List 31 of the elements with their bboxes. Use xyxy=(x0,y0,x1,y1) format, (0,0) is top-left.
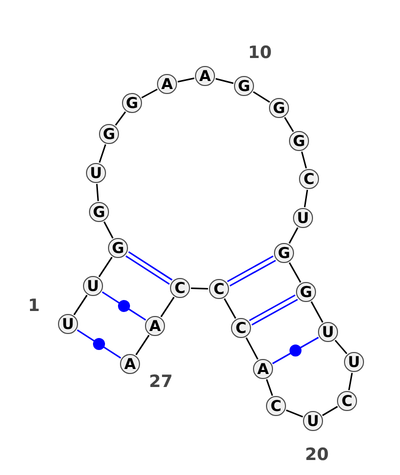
nucleotide-circle: G xyxy=(99,124,119,144)
nucleotide-circle: C xyxy=(299,169,319,189)
nucleotide-circle: G xyxy=(89,202,109,222)
position-number: 20 xyxy=(305,445,329,465)
nucleotide-circle: U xyxy=(58,314,78,334)
nucleotide-circle: U xyxy=(303,411,323,431)
nucleotide-circle: C xyxy=(337,391,357,411)
nucleotide-circle: U xyxy=(83,276,103,296)
nucleotide-circle: G xyxy=(108,238,128,258)
position-number: 27 xyxy=(149,372,173,392)
nucleotide-circle: A xyxy=(120,354,140,374)
nucleotide-circle: U xyxy=(344,352,364,372)
position-number: 1 xyxy=(28,296,40,316)
nucleotide-circle: A xyxy=(195,66,215,86)
nucleotide-circle: C xyxy=(231,318,251,338)
nucleotide-circle: U xyxy=(86,163,106,183)
nucleotide-circle: C xyxy=(266,396,286,416)
nucleotide-circle: C xyxy=(170,278,190,298)
nucleotide-circle: G xyxy=(122,93,142,113)
position-number: 10 xyxy=(248,43,272,63)
nucleotide-circle: G xyxy=(274,243,294,263)
nucleotide-circle: G xyxy=(289,131,309,151)
nucleotide-circle: U xyxy=(293,208,313,228)
nucleotide-circle: A xyxy=(145,316,165,336)
nucleotide-circle: G xyxy=(269,98,289,118)
nucleotide-circle: C xyxy=(209,279,229,299)
nucleotide-circle: A xyxy=(157,74,177,94)
nucleotide-circle: U xyxy=(318,322,338,342)
nucleotide-circle: A xyxy=(253,359,273,379)
nucleotide-circle: G xyxy=(234,76,254,96)
nucleotide-circle: G xyxy=(296,282,316,302)
